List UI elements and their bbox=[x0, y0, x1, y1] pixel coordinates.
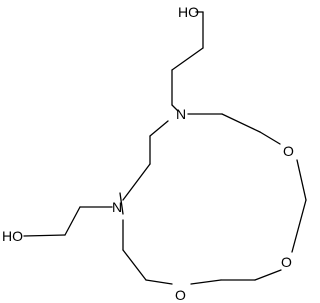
bond bbox=[171, 47, 204, 71]
oxygen-label-right-upper: O bbox=[283, 143, 294, 159]
bond bbox=[254, 269, 282, 281]
nitrogen-label-bottom: N bbox=[112, 199, 122, 215]
bond bbox=[122, 249, 147, 281]
bond bbox=[190, 279, 222, 285]
bond bbox=[64, 206, 81, 236]
bond bbox=[23, 234, 66, 237]
hydroxyl-label-bottom: HO bbox=[2, 228, 23, 244]
bond bbox=[221, 113, 261, 133]
bond bbox=[122, 163, 151, 201]
bond bbox=[145, 279, 173, 285]
bond bbox=[149, 120, 169, 137]
bond bbox=[171, 104, 179, 112]
bond bbox=[291, 199, 307, 253]
bond bbox=[296, 159, 307, 201]
bond bbox=[259, 131, 281, 145]
nitrogen-label-top: N bbox=[176, 106, 186, 122]
skeletal-formula: HO N O O O N HO bbox=[2, 4, 307, 303]
hydroxyl-label-top: HO bbox=[178, 4, 199, 20]
molecule-structure-diagram: HO N O O O N HO bbox=[2, 4, 307, 303]
oxygen-label-bottom: O bbox=[175, 287, 186, 303]
bond bbox=[119, 192, 124, 215]
oxygen-label-right-lower: O bbox=[281, 254, 292, 270]
